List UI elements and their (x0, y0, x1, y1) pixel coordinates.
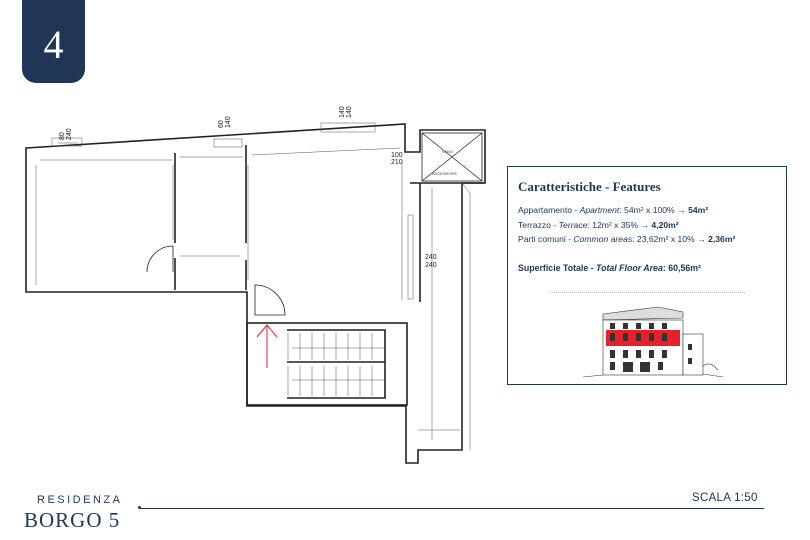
window-label: 80 (59, 132, 66, 140)
window-label: 240 (425, 254, 437, 261)
scale-label: SCALA 1:50 (692, 492, 758, 504)
divider (550, 292, 745, 293)
window-label: 100 (391, 152, 403, 159)
window-label: 240 (425, 262, 437, 269)
features-panel: Caratteristiche - Features Appartamento … (507, 166, 787, 385)
window-label: 140 (346, 106, 353, 118)
elevator-label: VANO (442, 149, 453, 154)
entrance-arrow (256, 324, 278, 368)
window-label: 210 (391, 159, 403, 166)
total-floor-area: Superficie Totale - Total Floor Area: 60… (518, 263, 701, 273)
window-label: 240 (66, 128, 73, 140)
feature-row-terrace: Terrazzo - Terrace: 12m² x 35% → 4,20m² (518, 220, 679, 230)
window-label: 140 (339, 106, 346, 118)
brand-logo: BORGO 5 (24, 508, 121, 532)
building-elevation (582, 306, 724, 378)
page-number-badge: 4 (22, 0, 85, 83)
window-label: 140 (225, 116, 232, 128)
window-label: 60 (218, 120, 225, 128)
footer-rule (138, 506, 764, 509)
feature-row-common: Parti comuni - Common areas: 23,62m² x 1… (518, 234, 736, 244)
panel-title: Caratteristiche - Features (518, 179, 661, 194)
elevator-shaft (421, 132, 483, 182)
elevator-label: ASCENSORE (432, 171, 457, 176)
outer-wall (25, 123, 486, 464)
feature-row-apartment: Appartamento - Apartment: 54m² x 100% → … (518, 205, 709, 215)
page-number: 4 (43, 22, 64, 67)
brand-subtitle: RESIDENZA (37, 494, 123, 506)
